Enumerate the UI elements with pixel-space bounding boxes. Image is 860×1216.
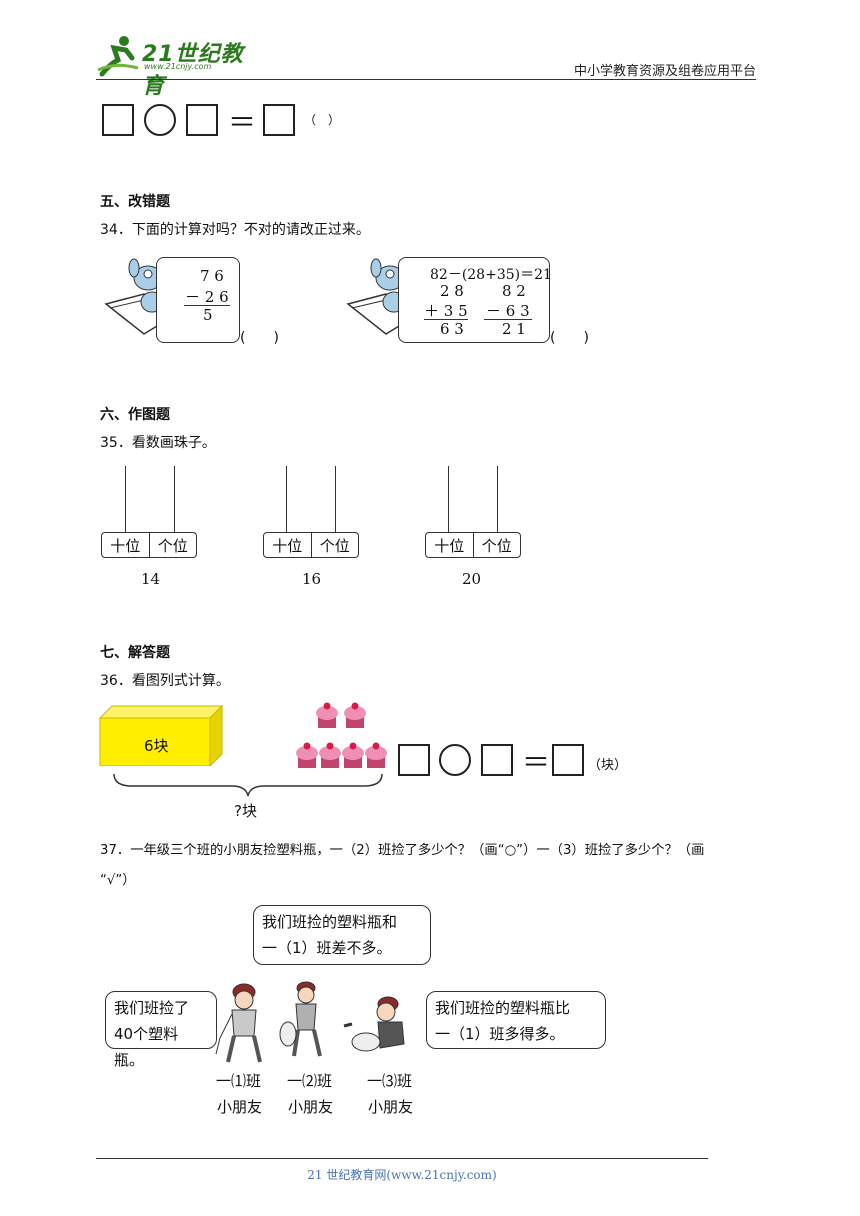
calc2-a-op: ＋ 3 5 [424, 302, 468, 320]
abacus-rod-tens [448, 466, 449, 532]
operator-circle[interactable] [144, 104, 176, 136]
question-36: 36．看图列式计算。 [100, 673, 230, 689]
platform-name: 中小学教育资源及组卷应用平台 [573, 64, 756, 79]
tens-label: 十位 [102, 533, 150, 557]
judge-paren-1[interactable]: ( ) [240, 330, 279, 346]
bubble-line: 40个塑料瓶。 [114, 1025, 179, 1069]
section-title: 七、解答题 [100, 645, 170, 661]
class-name-2: 一⑵班 [287, 1072, 333, 1090]
calc1-operation: － 2 6 [185, 288, 229, 306]
abacus-rod-ones [174, 466, 175, 532]
bubble-line: 我们班捡了 [114, 999, 190, 1017]
unit-label: （块） [588, 758, 628, 773]
ones-label: 个位 [481, 536, 512, 555]
judge-paren-2[interactable]: ( ) [550, 330, 589, 346]
yellow-block-icon [98, 704, 224, 766]
question-37-line2: “√”） [100, 873, 136, 888]
calc2-expression: 82－(28+35)＝21 [430, 267, 552, 283]
calc-card-1 [156, 257, 240, 343]
answer-box[interactable] [186, 104, 218, 136]
bubble-line: 一（1）班多得多。 [435, 1025, 565, 1043]
footer-text[interactable]: 21 世纪教育网(www.21cnjy.com) [307, 1168, 497, 1182]
logo-url: www.21cnjy.com [144, 62, 212, 71]
abacus-rod-ones [497, 466, 498, 532]
class-name-1: 一⑴班 [216, 1072, 262, 1090]
calc1-rule [184, 305, 230, 306]
answer-box[interactable] [398, 744, 430, 776]
abacus-number: 16 [302, 570, 322, 588]
calc2-b-op: － 6 3 [486, 302, 530, 320]
section-title: 六、作图题 [100, 407, 170, 423]
site-logo: 21世纪教育 www.21cnjy.com [96, 34, 266, 99]
answer-box[interactable] [481, 744, 513, 776]
operator-circle[interactable] [439, 744, 471, 776]
equals-sign: ＝ [228, 106, 257, 139]
brace-icon [113, 773, 383, 797]
ones-label: 个位 [157, 536, 188, 555]
calc2-b-top: 8 2 [502, 282, 526, 300]
logo-text: 21世纪教育 [142, 42, 244, 99]
bubble-line: 我们班捡的塑料瓶和 [262, 913, 398, 931]
tens-label: 十位 [264, 533, 312, 557]
question-37-line1: 37．一年级三个班的小朋友捡塑料瓶，一（2）班捡了多少个？（画“○”）一（3）班… [100, 843, 705, 858]
runner-logo-icon [97, 36, 139, 77]
abacus-base: 十位 个位 [425, 532, 521, 558]
calc2-a-rule [424, 319, 468, 320]
abacus-base: 十位 个位 [263, 532, 359, 558]
answer-paren[interactable]: （ ） [304, 113, 341, 127]
abacus-base: 十位 个位 [101, 532, 197, 558]
equals-sign: ＝ [522, 746, 551, 779]
answer-box[interactable] [552, 744, 584, 776]
cupcakes-icon [296, 702, 387, 768]
abacus-number: 14 [141, 570, 161, 588]
speech-bubble-class3: 我们班捡的塑料瓶比 一（1）班多得多。 [426, 991, 606, 1049]
abacus-number: 20 [462, 570, 482, 588]
tens-label: 十位 [426, 533, 474, 557]
class-kids-1: 小朋友 [217, 1098, 263, 1116]
children-collecting-bottles-icon [215, 981, 405, 1063]
footer-divider [96, 1158, 708, 1159]
section-title: 五、改错题 [100, 194, 170, 210]
bubble-line: 我们班捡的塑料瓶比 [435, 999, 571, 1017]
speech-bubble-class2: 我们班捡的塑料瓶和 一（1）班差不多。 [253, 905, 431, 965]
abacus-rod-tens [286, 466, 287, 532]
calc-card-2 [398, 257, 550, 343]
answer-box[interactable] [263, 104, 295, 136]
class-kids-3: 小朋友 [368, 1098, 414, 1116]
header-divider [96, 79, 756, 80]
question-34: 34．下面的计算对吗？不对的请改正过来。 [100, 222, 370, 238]
calc2-b-rule [484, 319, 532, 320]
calc2-a-result: 6 3 [440, 320, 464, 338]
class-kids-2: 小朋友 [288, 1098, 334, 1116]
calc1-result: 5 [203, 306, 213, 324]
block-label: 6块 [144, 737, 169, 755]
calc2-a-top: 2 8 [440, 282, 464, 300]
question-35: 35．看数画珠子。 [100, 435, 216, 451]
speech-bubble-class1: 我们班捡了 40个塑料瓶。 [105, 991, 217, 1069]
abacus-rod-ones [335, 466, 336, 532]
total-label: ?块 [234, 802, 257, 820]
ones-label: 个位 [319, 536, 350, 555]
abacus-rod-tens [125, 466, 126, 532]
calc1-top: 7 6 [200, 267, 224, 285]
answer-box[interactable] [102, 104, 134, 136]
bubble-line: 一（1）班差不多。 [262, 939, 392, 957]
class-name-3: 一⑶班 [367, 1072, 413, 1090]
calc2-b-result: 2 1 [502, 320, 526, 338]
